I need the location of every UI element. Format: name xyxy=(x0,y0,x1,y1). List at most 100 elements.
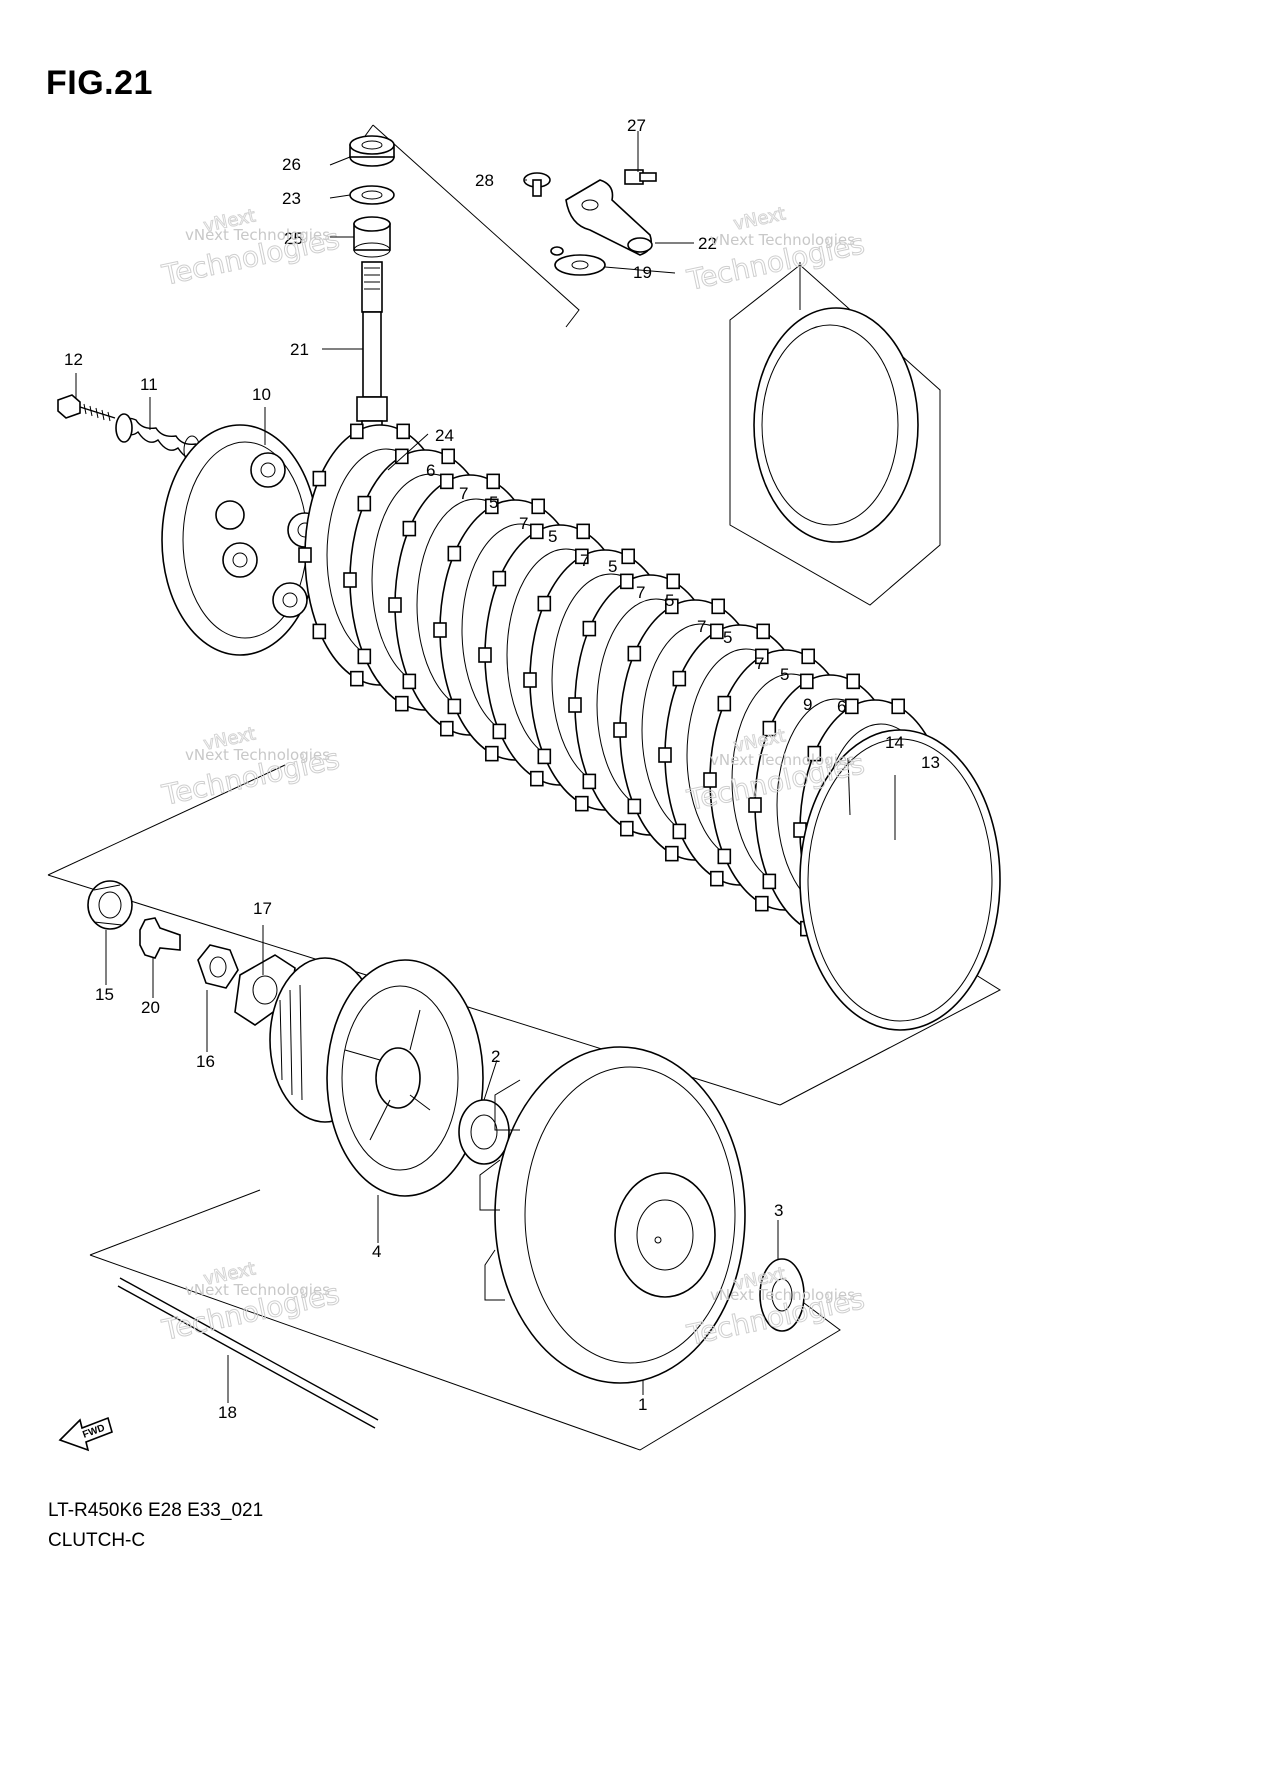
plate-tab xyxy=(800,673,814,690)
plate-tab xyxy=(762,873,777,890)
callout-11: 11 xyxy=(140,375,158,394)
callout-10: 10 xyxy=(252,385,271,404)
callout-6b: 6 xyxy=(837,697,846,716)
plate-stack xyxy=(298,423,1001,1031)
spacer-20 xyxy=(139,917,181,959)
plate-tab xyxy=(357,495,372,512)
plate-tab xyxy=(658,747,672,763)
plate-tab xyxy=(478,647,492,663)
plate-tab xyxy=(531,498,545,515)
callout-27: 27 xyxy=(627,116,646,135)
callout-labels: 26 23 25 21 24 28 27 22 19 12 11 10 6 7 … xyxy=(64,116,940,1422)
plate-tab xyxy=(582,620,597,637)
figure-title: FIG.21 xyxy=(46,64,153,102)
model-code-caption: LT-R450K6 E28 E33_021 xyxy=(48,1500,264,1521)
watermark-text: vNext Technologies xyxy=(185,226,330,244)
plate-tab xyxy=(492,723,507,740)
plate-tab xyxy=(350,670,364,687)
forward-arrow-icon: FWD xyxy=(58,1416,113,1452)
callout-17: 17 xyxy=(253,899,272,918)
watermark-text: vNext Technologies xyxy=(185,746,330,764)
plate-tab xyxy=(891,698,905,715)
plate-tab xyxy=(537,595,552,612)
callout-3: 3 xyxy=(774,1201,783,1220)
callout-7a: 7 xyxy=(459,484,468,503)
watermark-text: vNext Technologies xyxy=(710,231,855,249)
plate-tab xyxy=(575,795,589,812)
callout-25: 25 xyxy=(284,229,303,248)
callout-7c: 7 xyxy=(580,551,589,570)
callout-2: 2 xyxy=(491,1047,500,1066)
callout-5a: 5 xyxy=(489,493,498,512)
push-rod xyxy=(117,1277,379,1429)
plate-tab xyxy=(756,623,770,640)
plate-tab xyxy=(665,845,679,862)
plate-tab xyxy=(620,573,634,590)
plate-tab xyxy=(620,820,634,837)
callout-1: 1 xyxy=(638,1395,647,1414)
watermark-text: vNext Technologies xyxy=(185,1281,330,1299)
plate-tab xyxy=(703,772,717,788)
callout-13: 13 xyxy=(921,753,940,772)
clutch-hub xyxy=(269,957,484,1197)
plate-tab xyxy=(672,670,687,687)
plate-tab xyxy=(523,672,537,688)
callout-28: 28 xyxy=(475,171,494,190)
nut-16 xyxy=(197,944,239,989)
plate-tab xyxy=(440,473,454,490)
clutch-spring xyxy=(115,413,201,465)
plate-tab xyxy=(710,870,724,887)
detail-driven-plate xyxy=(753,307,919,543)
clutch-housing xyxy=(479,1046,746,1384)
callout-22: 22 xyxy=(698,234,717,253)
callout-7d: 7 xyxy=(636,583,645,602)
plate-tab xyxy=(665,598,679,615)
plate-tab xyxy=(575,548,589,565)
plate-tab xyxy=(576,523,590,540)
callout-5e: 5 xyxy=(723,628,732,647)
bearing-15 xyxy=(87,880,133,930)
plate-tab xyxy=(755,648,769,665)
callout-6a: 6 xyxy=(426,461,435,480)
plate-tab xyxy=(717,695,732,712)
callout-24: 24 xyxy=(435,426,454,445)
plate-tab xyxy=(582,773,597,790)
plate-tab xyxy=(717,848,732,865)
callout-7b: 7 xyxy=(519,514,528,533)
plate-tab xyxy=(845,698,859,715)
plate-tab xyxy=(357,648,372,665)
plate-tab xyxy=(627,798,642,815)
plate-tab xyxy=(312,623,327,640)
thrust-washer-2 xyxy=(458,1099,510,1165)
callout-23: 23 xyxy=(282,189,301,208)
callout-18: 18 xyxy=(218,1403,237,1422)
callout-19: 19 xyxy=(633,263,652,282)
plate-tab xyxy=(485,498,499,515)
plate-tab xyxy=(666,573,680,590)
plate-tab xyxy=(568,697,582,713)
plate-tab xyxy=(537,748,552,765)
spring-ring-inner xyxy=(807,738,993,1022)
watermark-text: vNext Technologies xyxy=(710,751,855,769)
plate-tab xyxy=(807,745,822,762)
plate-tab xyxy=(627,645,642,662)
plate-tab xyxy=(672,823,687,840)
spring-bolt xyxy=(57,394,116,422)
plate-tab xyxy=(388,597,402,613)
plate-tab xyxy=(402,520,417,537)
plate-tab xyxy=(846,673,860,690)
callout-5b: 5 xyxy=(548,527,557,546)
pressure-plate xyxy=(161,424,323,656)
plate-tab xyxy=(447,698,462,715)
plate-tab xyxy=(492,570,507,587)
callout-7f: 7 xyxy=(755,654,764,673)
callout-16: 16 xyxy=(196,1052,215,1071)
plate-tab xyxy=(755,895,769,912)
release-shaft xyxy=(356,261,388,444)
callout-15: 15 xyxy=(95,985,114,1004)
plate-tab xyxy=(530,523,544,540)
callout-12: 12 xyxy=(64,350,83,369)
callout-26: 26 xyxy=(282,155,301,174)
plate-tab xyxy=(396,423,410,440)
